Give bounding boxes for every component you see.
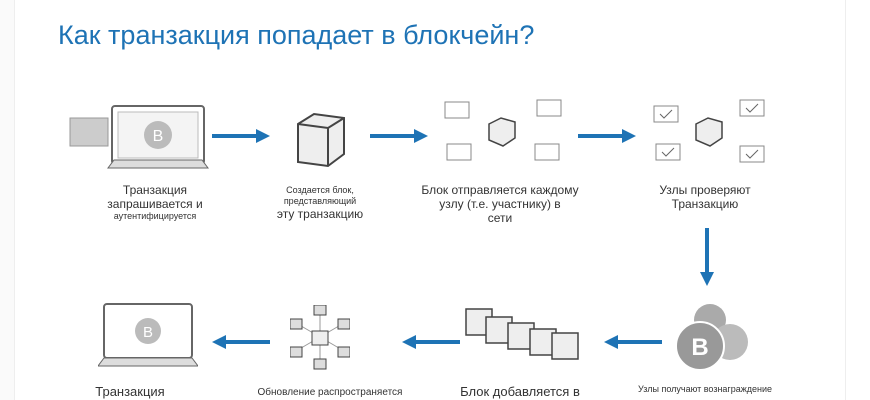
svg-text:B: B bbox=[691, 334, 708, 361]
page-title: Как транзакция попадает в блокчейн? bbox=[58, 20, 535, 50]
arrow-right-icon bbox=[578, 129, 636, 143]
arrow-down-icon bbox=[700, 228, 714, 286]
bitcoin-coins-icon: B bbox=[675, 304, 748, 371]
caption-line: Блок добавляется в bbox=[460, 384, 580, 399]
step-5-caption: Узлы получают вознаграждение bbox=[625, 384, 785, 395]
caption-line: Узлы получают вознаграждение bbox=[637, 384, 773, 394]
step-7-caption: Обновление распространяется bbox=[245, 386, 415, 400]
caption-line: Обновление распространяется bbox=[257, 387, 403, 398]
caption-line: сети bbox=[487, 211, 513, 225]
step-6-caption: Блок добавляется в bbox=[450, 385, 590, 399]
arrow-right-icon bbox=[370, 129, 428, 143]
verified-nodes-icon bbox=[653, 99, 765, 163]
step-8-caption: Транзакция bbox=[75, 385, 185, 399]
step-1-caption: Транзакция запрашивается и аутентифициру… bbox=[95, 183, 215, 222]
svg-text:B: B bbox=[143, 324, 153, 341]
caption-line: узлу (т.е. участнику) в bbox=[439, 197, 561, 211]
cube-icon bbox=[297, 112, 345, 168]
distributed-cubes-icon bbox=[290, 305, 350, 370]
laptop-bitcoin-icon: B bbox=[69, 105, 209, 169]
arrow-right-icon bbox=[212, 129, 270, 143]
laptop-bitcoin-icon: B bbox=[98, 303, 198, 367]
caption-line: Транзакцию bbox=[671, 197, 739, 211]
left-rail bbox=[0, 0, 15, 400]
caption-line: Узлы проверяют bbox=[659, 183, 751, 197]
arrow-left-icon bbox=[212, 335, 270, 349]
step-2-caption: Создается блок, представляющий эту транз… bbox=[250, 185, 390, 221]
caption-line: эту транзакцию bbox=[276, 207, 364, 221]
caption-line: аутентифицируется bbox=[113, 211, 197, 221]
right-scrollbar[interactable] bbox=[845, 0, 870, 400]
caption-line: Создается блок, представляющий bbox=[283, 185, 357, 206]
step-4-caption: Узлы проверяют Транзакцию bbox=[640, 183, 770, 211]
caption-line: Блок отправляется каждому bbox=[421, 183, 579, 197]
caption-line: Транзакция bbox=[95, 384, 165, 399]
blockchain-cubes-icon bbox=[465, 308, 579, 360]
svg-text:B: B bbox=[153, 128, 164, 145]
arrow-left-icon bbox=[402, 335, 460, 349]
step-3-caption: Блок отправляется каждому узлу (т.е. уча… bbox=[415, 183, 585, 225]
network-nodes-icon bbox=[444, 99, 562, 161]
arrow-left-icon bbox=[604, 335, 662, 349]
caption-line: Транзакция bbox=[122, 183, 188, 197]
caption-line: запрашивается и bbox=[107, 197, 203, 211]
